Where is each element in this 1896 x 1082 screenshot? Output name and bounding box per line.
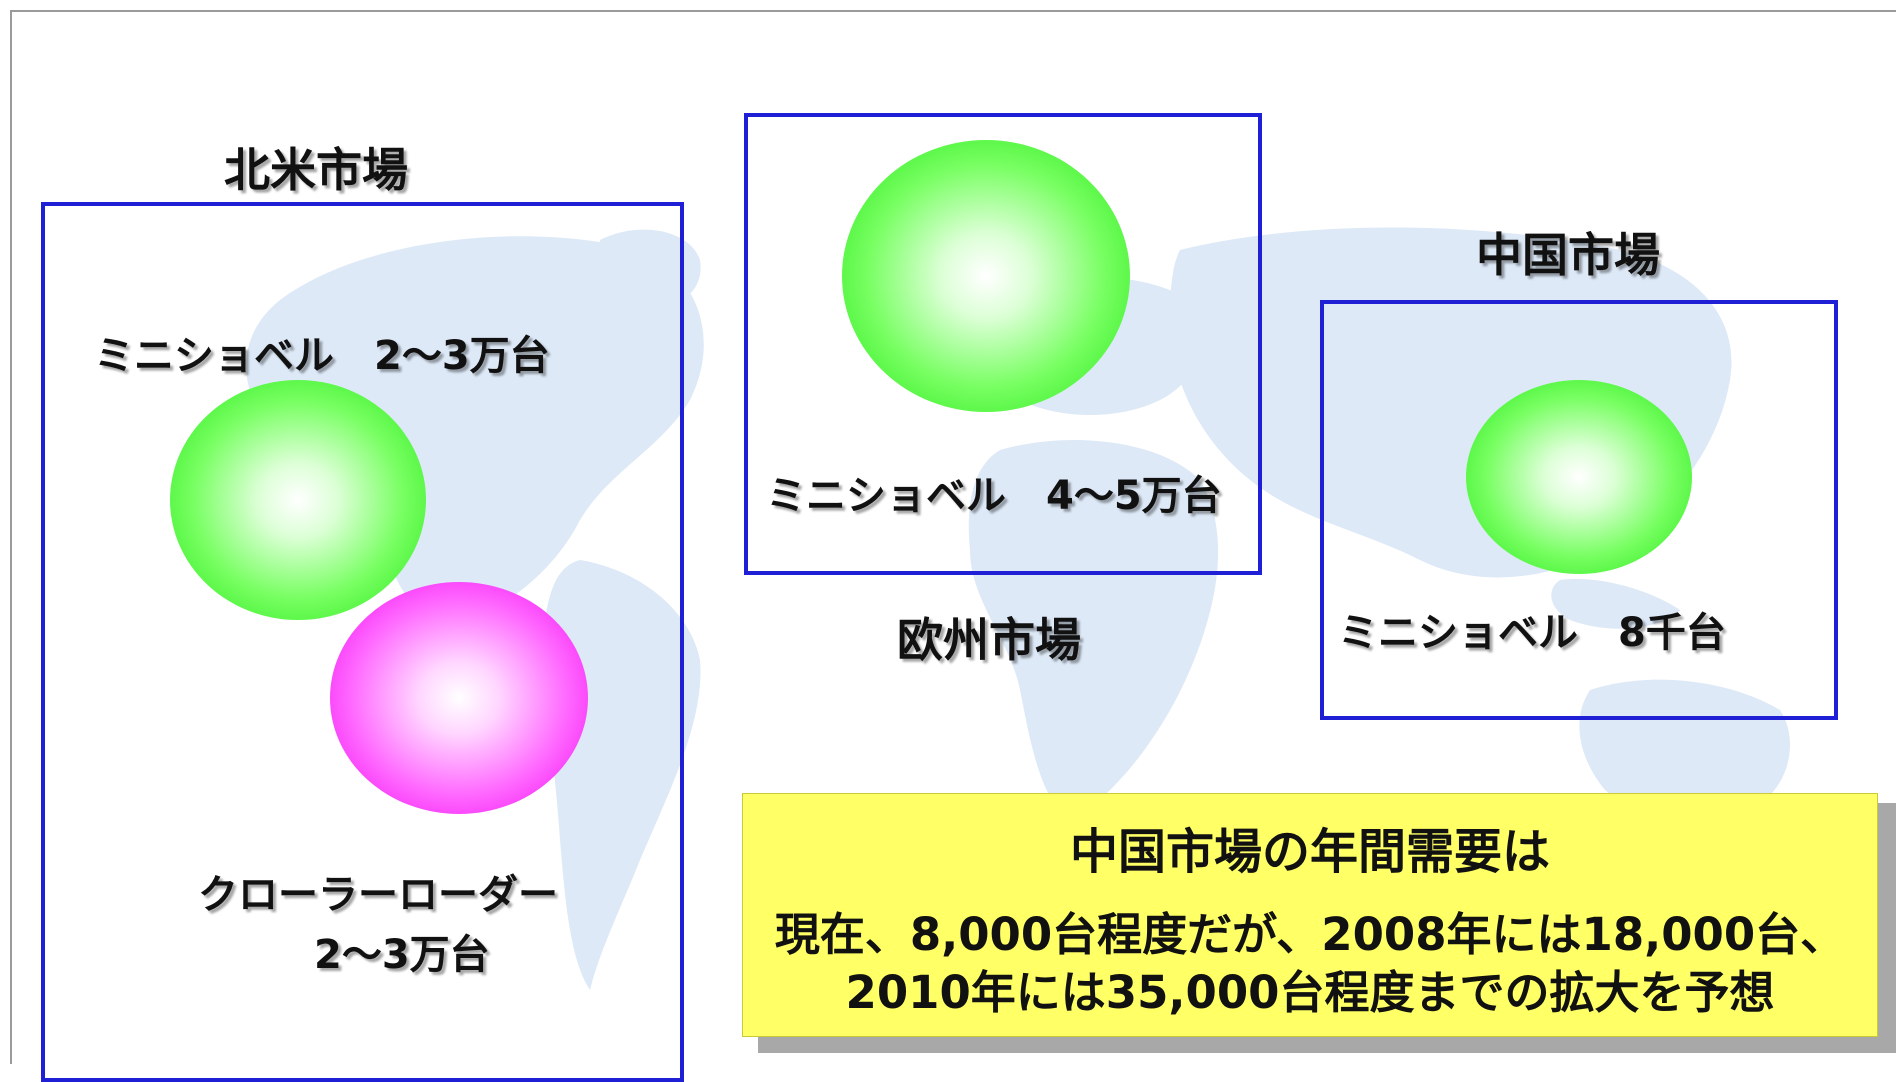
north-america-crawler-loader-value: 2～3万台 (314, 932, 490, 978)
europe-market-box (744, 113, 1262, 575)
europe-market-title: 欧州市場 (897, 613, 1081, 667)
north-america-mini-excavator-bubble (170, 380, 426, 620)
north-america-mini-excavator-label: ミニショベル 2～3万台 (94, 333, 550, 379)
china-market-title: 中国市場 (1476, 228, 1660, 282)
china-market-box (1320, 300, 1838, 720)
china-demand-note: 中国市場の年間需要は 現在、8,000台程度だが、2008年には18,000台、… (742, 793, 1878, 1037)
note-title: 中国市場の年間需要は (1069, 824, 1550, 880)
note-body: 現在、8,000台程度だが、2008年には18,000台、 2010年には35,… (743, 906, 1877, 1022)
europe-mini-excavator-bubble (842, 140, 1130, 412)
china-mini-excavator-label: ミニショベル 8千台 (1338, 610, 1726, 656)
north-america-crawler-loader-label: クローラーローダー (198, 872, 558, 918)
note-line-2: 2010年には35,000台程度までの拡大を予想 (845, 966, 1775, 1019)
europe-mini-excavator-label: ミニショベル 4～5万台 (766, 473, 1222, 519)
note-line-1: 現在、8,000台程度だが、2008年には18,000台、 (774, 908, 1846, 961)
china-mini-excavator-bubble (1466, 380, 1692, 574)
north-america-crawler-loader-bubble (330, 582, 588, 814)
slide-frame (10, 10, 1896, 1064)
north-america-market-title: 北米市場 (224, 143, 408, 197)
